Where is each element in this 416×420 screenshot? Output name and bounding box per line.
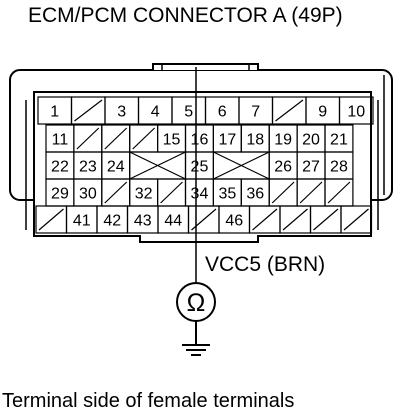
blocked-cavity-cross [129,151,186,180]
terminal-number: 36 [246,186,264,203]
empty-terminal-slash [74,99,103,122]
terminal-number: 22 [51,159,69,176]
empty-terminal-slash [299,181,323,204]
terminal-number: 32 [135,186,153,203]
terminal-number: 6 [218,104,227,121]
empty-terminal-slash [252,208,278,231]
terminal-number: 26 [274,159,292,176]
empty-terminal-slash [104,127,128,150]
terminal-number: 11 [52,132,69,149]
terminal-number: 35 [218,186,236,203]
terminal-number: 29 [51,186,69,203]
terminal-number: 21 [330,132,348,149]
terminal-number: 19 [274,132,292,149]
blocked-cavity [129,151,187,180]
terminal-number: 23 [79,159,97,176]
terminal-number: 7 [251,104,260,121]
terminal-number: 43 [134,213,152,230]
terminal-number: 30 [79,186,97,203]
ground-symbol [182,321,210,356]
terminal-number: 42 [103,213,121,230]
empty-terminal-slash [271,181,295,204]
terminal-number: 20 [302,132,320,149]
terminal-cell [338,96,374,125]
terminal-number: 17 [218,132,236,149]
terminal-number: 15 [163,132,181,149]
empty-terminal-slash [282,208,308,231]
terminal-number: 28 [330,159,348,176]
blocked-cavity [212,151,270,180]
terminal-number: 10 [347,104,365,121]
terminal-number: 24 [107,159,125,176]
terminal-number: 5 [184,104,193,121]
empty-terminal-slash [76,127,100,150]
terminal-number: 34 [191,186,209,203]
terminal-number: 46 [225,213,243,230]
terminal-number: 3 [117,104,126,121]
terminal-block [25,91,379,243]
terminal-number: 41 [73,213,91,230]
empty-terminal-slash [313,208,339,231]
ohm-symbol: Ω [187,289,206,317]
terminal-cell [340,205,373,234]
terminal-number: 27 [302,159,320,176]
terminal-number: 9 [318,104,327,121]
empty-terminal-slash [160,181,183,204]
connector-housing [9,63,393,201]
terminal-number: 16 [191,132,209,149]
connector-title: ECM/PCM CONNECTOR A (49P) [28,4,343,27]
terminal-number: 4 [151,104,160,121]
empty-terminal-slash [132,127,156,150]
terminal-number: 18 [246,132,264,149]
empty-terminal-slash [275,99,304,122]
terminal-number: 1 [50,104,59,121]
empty-terminal-slash [327,181,351,204]
empty-terminal-slash [343,208,369,231]
probe-wire-label: VCC5 (BRN) [205,253,326,276]
blocked-cavity-cross [213,151,270,180]
empty-terminal-slash [104,181,128,204]
view-note: Terminal side of female terminals [2,390,295,412]
empty-terminal-slash [38,208,64,231]
terminal-number: 25 [191,159,209,176]
terminal-number: 44 [164,213,182,230]
